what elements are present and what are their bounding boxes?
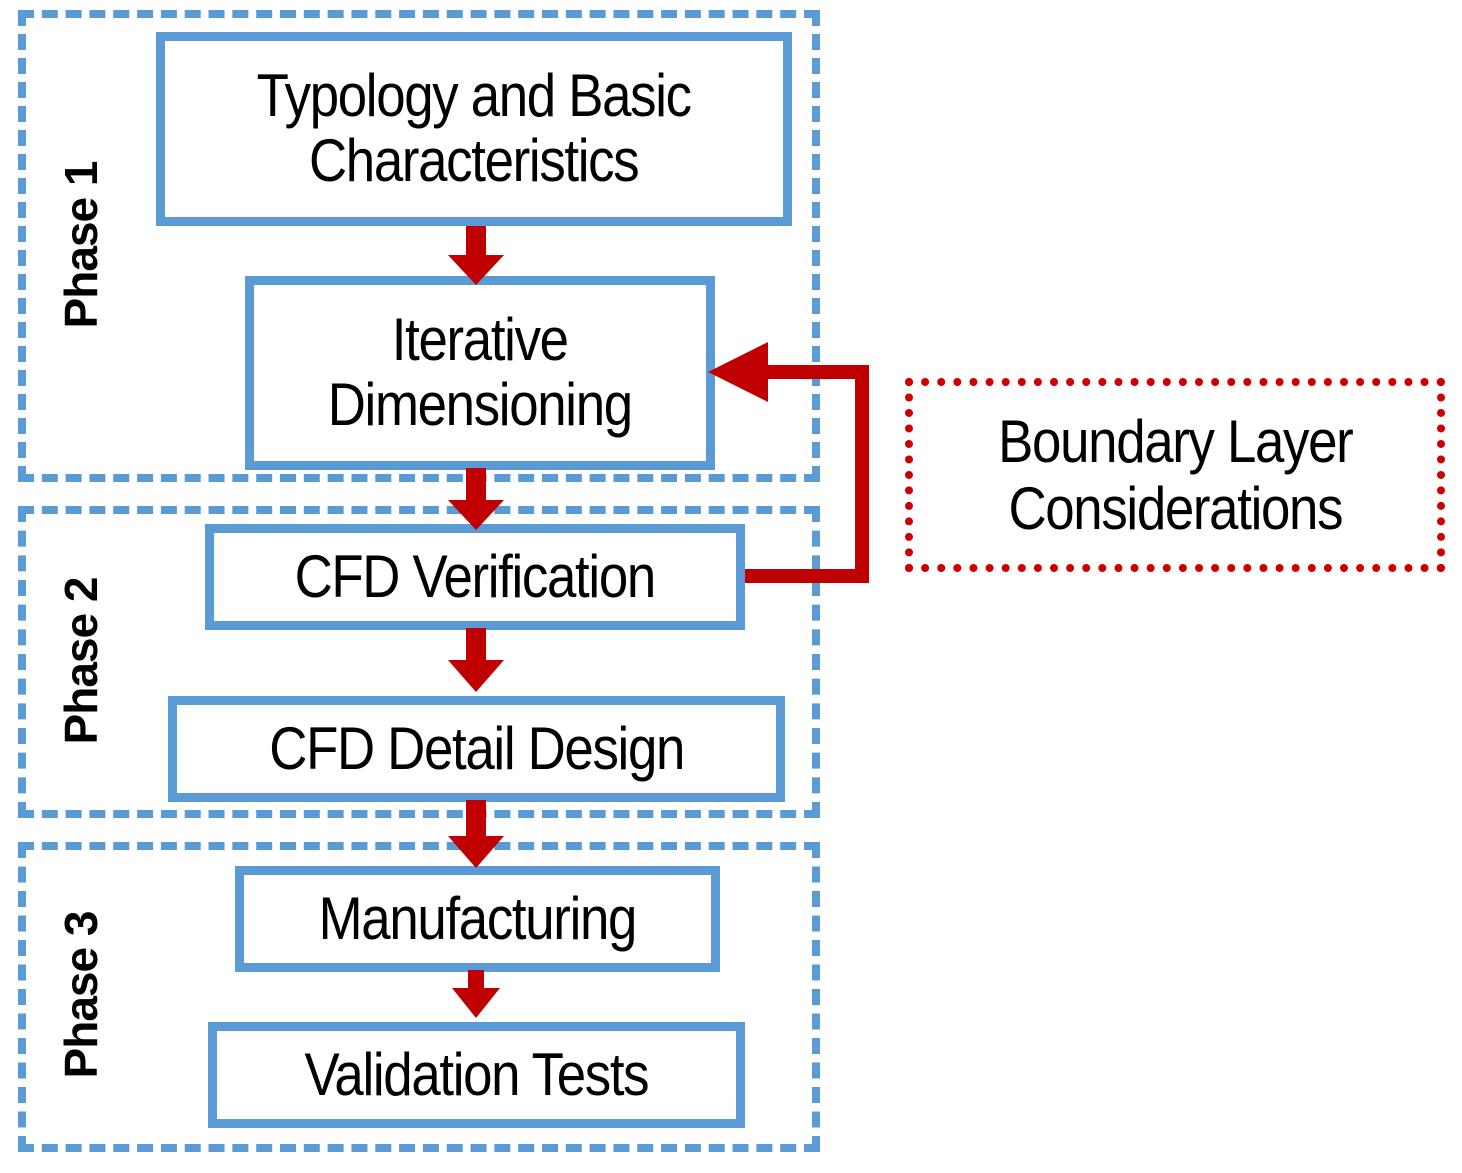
note-boundary-layer-considerations[interactable]: Boundary Layer Considerations (905, 378, 1445, 572)
phase-group-2 (18, 506, 820, 818)
node-typology-and-basic-characteristics[interactable]: Typology and Basic Characteristics (156, 32, 792, 226)
node-cfd-verification[interactable]: CFD Verification (205, 524, 745, 630)
node-label: Typology and Basic Characteristics (256, 62, 692, 194)
node-label: Iterative Dimensioning (327, 306, 633, 438)
phase-label-1: Phase 1 (55, 161, 107, 329)
node-validation-tests[interactable]: Validation Tests (208, 1022, 745, 1128)
node-label: Manufacturing (318, 884, 638, 952)
node-label: CFD Detail Design (269, 714, 685, 782)
node-cfd-detail-design[interactable]: CFD Detail Design (168, 696, 785, 802)
phase-label-3: Phase 3 (55, 911, 107, 1079)
node-label: Validation Tests (304, 1040, 650, 1108)
phase-group-3 (18, 842, 820, 1152)
phase-group-1 (18, 10, 820, 482)
node-iterative-dimensioning[interactable]: Iterative Dimensioning (245, 276, 715, 470)
node-label: CFD Verification (294, 542, 657, 610)
note-label: Boundary Layer Considerations (997, 407, 1354, 542)
node-manufacturing[interactable]: Manufacturing (235, 866, 720, 972)
phase-label-2: Phase 2 (55, 577, 107, 745)
